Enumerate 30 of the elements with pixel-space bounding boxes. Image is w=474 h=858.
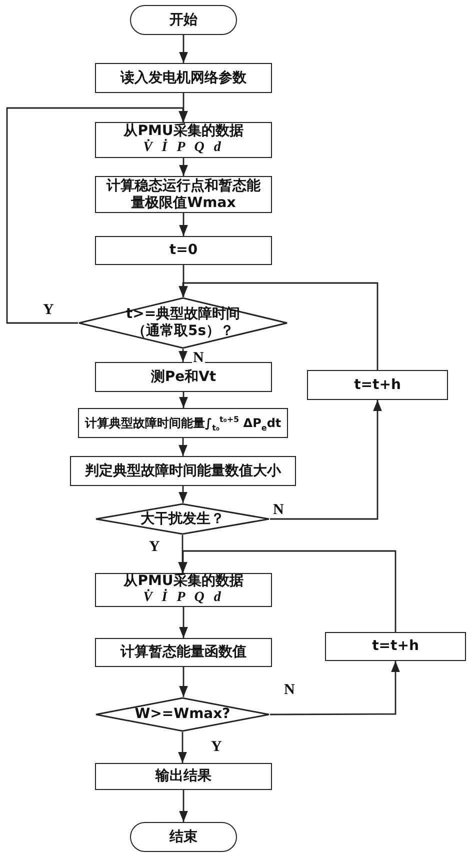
- process-box: t=t+h: [325, 632, 466, 661]
- arrow: [179, 392, 188, 408]
- process-box: 测Pe和Vt: [95, 362, 272, 392]
- process-box: 判定典型故障时间能量数值大小: [70, 456, 296, 486]
- arrow: [178, 282, 378, 370]
- edge-label: N: [192, 351, 205, 366]
- arrow: [178, 732, 187, 763]
- process-box: 从PMU采集的数据 V̇ İ P Q d: [95, 122, 272, 158]
- arrow: [179, 35, 188, 63]
- arrow: [178, 438, 188, 456]
- arrow: [179, 213, 188, 236]
- process-box: 输出结果: [95, 763, 272, 790]
- arrow: [179, 607, 188, 638]
- arrow: [179, 790, 188, 822]
- arrow: [179, 158, 188, 176]
- arrow: [270, 400, 382, 520]
- arrow: [178, 486, 188, 503]
- decision-diamond: 大干扰发生？: [95, 503, 270, 535]
- process-box: 计算暂态能量函数值: [95, 638, 272, 667]
- arrow: [270, 661, 400, 716]
- arrow: [178, 349, 188, 362]
- arrow: [179, 667, 188, 697]
- process-box: t=t+h: [307, 370, 448, 400]
- process-box: t=0: [95, 236, 272, 265]
- decision-diamond: t>=典型故障时间（通常取5s）？: [78, 297, 288, 349]
- process-box: 计算典型故障时间能量∫$_{t₀}$$^{t₀+5}$ ΔP$_{e}$dt: [78, 408, 288, 438]
- process-box: 计算稳态运行点和暂态能量极限值Wmax: [95, 176, 272, 213]
- process-box: 从PMU采集的数据 V̇ İ P Q d: [95, 573, 272, 607]
- decision-diamond: W>=Wmax?: [95, 697, 270, 732]
- process-box: 读入发电机网络参数: [95, 63, 272, 93]
